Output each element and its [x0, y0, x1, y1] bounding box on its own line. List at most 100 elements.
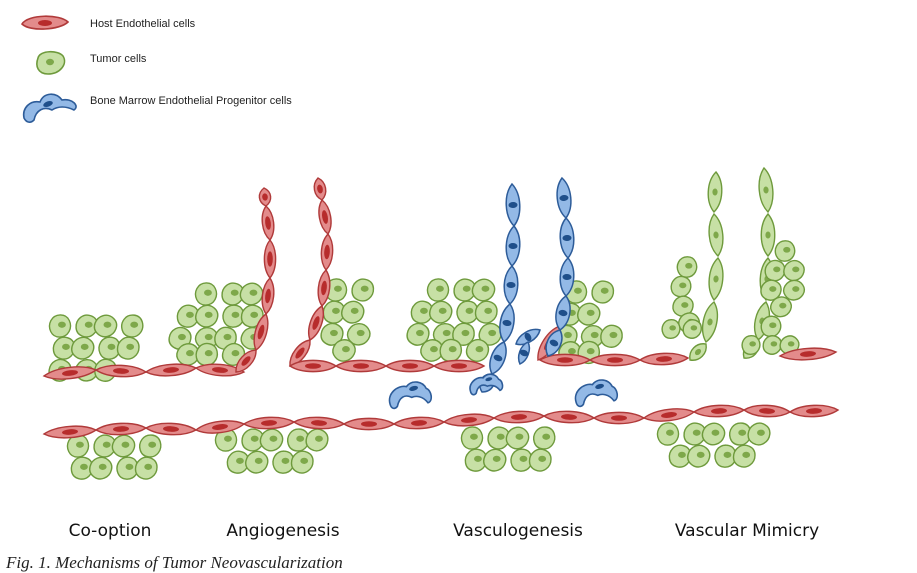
tumor-cell [769, 296, 793, 318]
progenitor-cell [517, 341, 531, 365]
tumor-cell [656, 422, 680, 446]
endothelial-cell [263, 238, 277, 280]
tumor-cell [676, 256, 698, 278]
tumor-cell [532, 426, 556, 450]
tumor-cell [93, 314, 118, 338]
endothelial-cell [432, 359, 486, 373]
label-vasculogenesis: Vasculogenesis [453, 521, 583, 541]
tumor-cell [239, 282, 264, 306]
legend-label-endothelial: Host Endothelial cells [90, 18, 196, 30]
tumor-cell [406, 322, 430, 346]
tumor-cell [290, 450, 314, 474]
endothelial-cell [194, 363, 246, 377]
endothelial-cell [588, 353, 642, 367]
tumor-cell [452, 322, 475, 346]
tumor-cell [474, 300, 498, 324]
tumor-cell [75, 314, 99, 338]
tumor-cell [483, 448, 507, 472]
tumor-cell [465, 338, 490, 363]
legend-tumor-swatch [36, 50, 66, 75]
tumor-cell [259, 428, 284, 452]
endothelial-cell [144, 422, 198, 436]
tumor-cell [774, 240, 796, 262]
tumor-cell [758, 166, 774, 214]
endothelial-cell [542, 410, 596, 424]
endothelial-cell [317, 268, 331, 308]
progenitor-cell [499, 302, 515, 344]
tumor-cell [453, 278, 477, 302]
tumor-cell [286, 428, 310, 452]
tumor-cell [661, 318, 681, 340]
tumor-cell [505, 426, 530, 450]
tumor-cell [670, 275, 692, 298]
tumor-cell [577, 302, 601, 326]
tumor-cell [741, 334, 761, 356]
tumor-cell [687, 444, 711, 468]
endothelial-cell [592, 411, 646, 425]
tumor-cell [668, 444, 692, 468]
tumor-cell [760, 212, 776, 258]
tumor-cell [341, 300, 365, 324]
endothelial-cell [42, 366, 98, 380]
tumor-cell [48, 314, 72, 338]
progenitor-cell [545, 329, 563, 357]
tumor-cell [134, 456, 158, 480]
tumor-cell [708, 256, 724, 302]
progenitor-cell [505, 224, 521, 268]
tumor-cell [600, 324, 623, 348]
endothelial-cell [318, 198, 332, 236]
tumor-cell [226, 450, 250, 474]
legend: Host Endothelial cells Tumor cells Bone … [20, 15, 292, 123]
tumor-cell [305, 428, 329, 452]
progenitor-cell-free [469, 373, 504, 396]
tumor-cell [420, 339, 444, 362]
legend-endothelial-swatch [20, 15, 70, 30]
legend-label-progenitor: Bone Marrow Endothelial Progenitor cells [90, 95, 292, 107]
endothelial-cell [778, 347, 838, 361]
progenitor-cell-layer [388, 176, 619, 410]
tumor-cell [689, 343, 707, 361]
endothelial-cell [94, 364, 148, 378]
tumor-cell [346, 322, 371, 346]
endothelial-cell [342, 417, 396, 431]
endothelial-cell [144, 363, 198, 377]
tumor-cell [245, 450, 269, 474]
progenitor-cell-free [574, 379, 619, 408]
label-co-option: Co-option [69, 521, 152, 541]
tumor-cell [747, 422, 771, 446]
tumor-cell [760, 315, 782, 338]
tumor-cell [764, 259, 786, 282]
tumor-cell [410, 300, 434, 324]
tumor-cell [478, 322, 503, 346]
endothelial-cell [94, 422, 148, 436]
tumor-cell [70, 456, 94, 480]
endothelial-cell [313, 177, 327, 201]
endothelial-cell-layer [42, 177, 840, 439]
tumor-cell [762, 335, 783, 355]
tumor-cell [682, 319, 703, 339]
tumor-cell [487, 426, 511, 450]
endothelial-cell [288, 359, 338, 373]
tumor-cell [111, 434, 136, 458]
progenitor-cell-free [388, 381, 433, 410]
tumor-cell [176, 304, 200, 328]
endothelial-cell [492, 410, 546, 424]
progenitor-cell [556, 176, 572, 220]
tumor-cell [241, 428, 265, 452]
tumor-cell [460, 426, 484, 450]
tumor-cell [195, 304, 219, 328]
progenitor-cell [505, 182, 521, 228]
tumor-cell [429, 300, 453, 324]
tumor-cell [426, 278, 450, 302]
endothelial-cell [642, 408, 696, 422]
tumor-cell [221, 282, 245, 306]
endothelial-cell [788, 404, 840, 418]
legend-progenitor-swatch [22, 93, 77, 123]
endothelial-cell [384, 359, 436, 373]
tumor-cell [66, 434, 90, 458]
endothelial-cell [692, 404, 746, 418]
tumor-cell [89, 456, 113, 480]
tumor-cell [138, 434, 162, 458]
tumor-cell [71, 336, 95, 360]
